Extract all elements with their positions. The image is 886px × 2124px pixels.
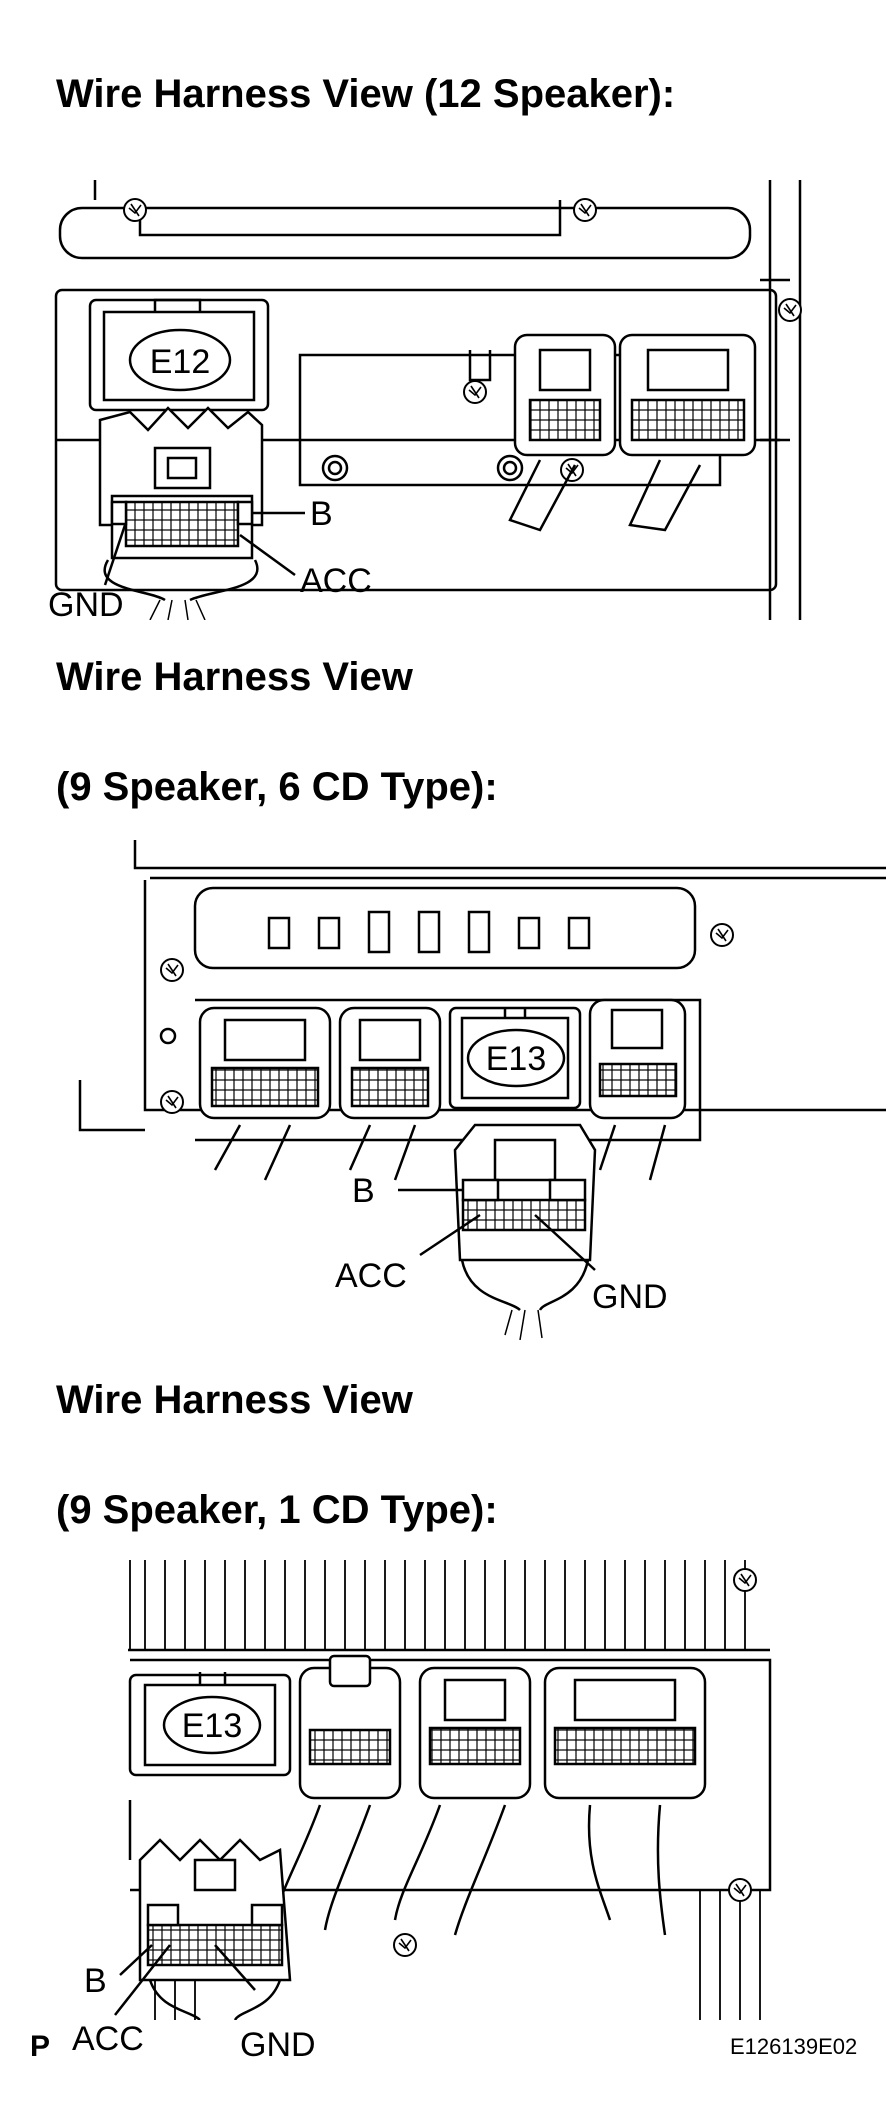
connector-e13-label: E13 [182, 1707, 243, 1745]
connector-e12-tag [128, 328, 232, 392]
view1-title: Wire Harness View (12 Speaker): [56, 72, 676, 116]
screw-icon [727, 1877, 753, 1903]
screw-icon [159, 1089, 185, 1115]
connector-e12-label: E12 [150, 343, 211, 381]
screw-icon [572, 197, 598, 223]
label-b: B [352, 1172, 375, 1210]
label-gnd: GND [48, 586, 124, 620]
screw-icon [159, 957, 185, 983]
screw-icon [392, 1932, 418, 1958]
view3-title-line1: Wire Harness View [56, 1378, 413, 1422]
view2-diagram: E13 B ACC GND [78, 840, 886, 1340]
screw-icon [709, 922, 735, 948]
screw-icon [122, 197, 148, 223]
screw-icon [462, 379, 488, 405]
connector-e13-tag [466, 1028, 566, 1088]
view3-title-line2: (9 Speaker, 1 CD Type): [56, 1488, 498, 1532]
connector-e13-tag [162, 1695, 262, 1755]
page-mark: P [30, 2030, 51, 2063]
view3-diagram: E13 B [84, 1560, 772, 2020]
label-gnd: GND [240, 2026, 316, 2064]
view3-lower-labels: ACC GND [72, 2020, 316, 2064]
label-b: B [84, 1962, 107, 2000]
view2-title-line2: (9 Speaker, 6 CD Type): [56, 765, 498, 809]
label-acc: ACC [300, 562, 372, 600]
screw-icon [732, 1567, 758, 1593]
label-gnd: GND [592, 1278, 668, 1316]
label-b: B [310, 495, 333, 533]
view1-diagram: E12 B GND ACC [48, 180, 803, 620]
label-acc: ACC [72, 2020, 144, 2058]
label-acc: ACC [335, 1257, 407, 1295]
figure-id: E126139E02 [730, 2034, 858, 2059]
screw-icon [777, 297, 803, 323]
view2-title-line1: Wire Harness View [56, 655, 413, 699]
connector-e13-label: E13 [486, 1040, 547, 1078]
